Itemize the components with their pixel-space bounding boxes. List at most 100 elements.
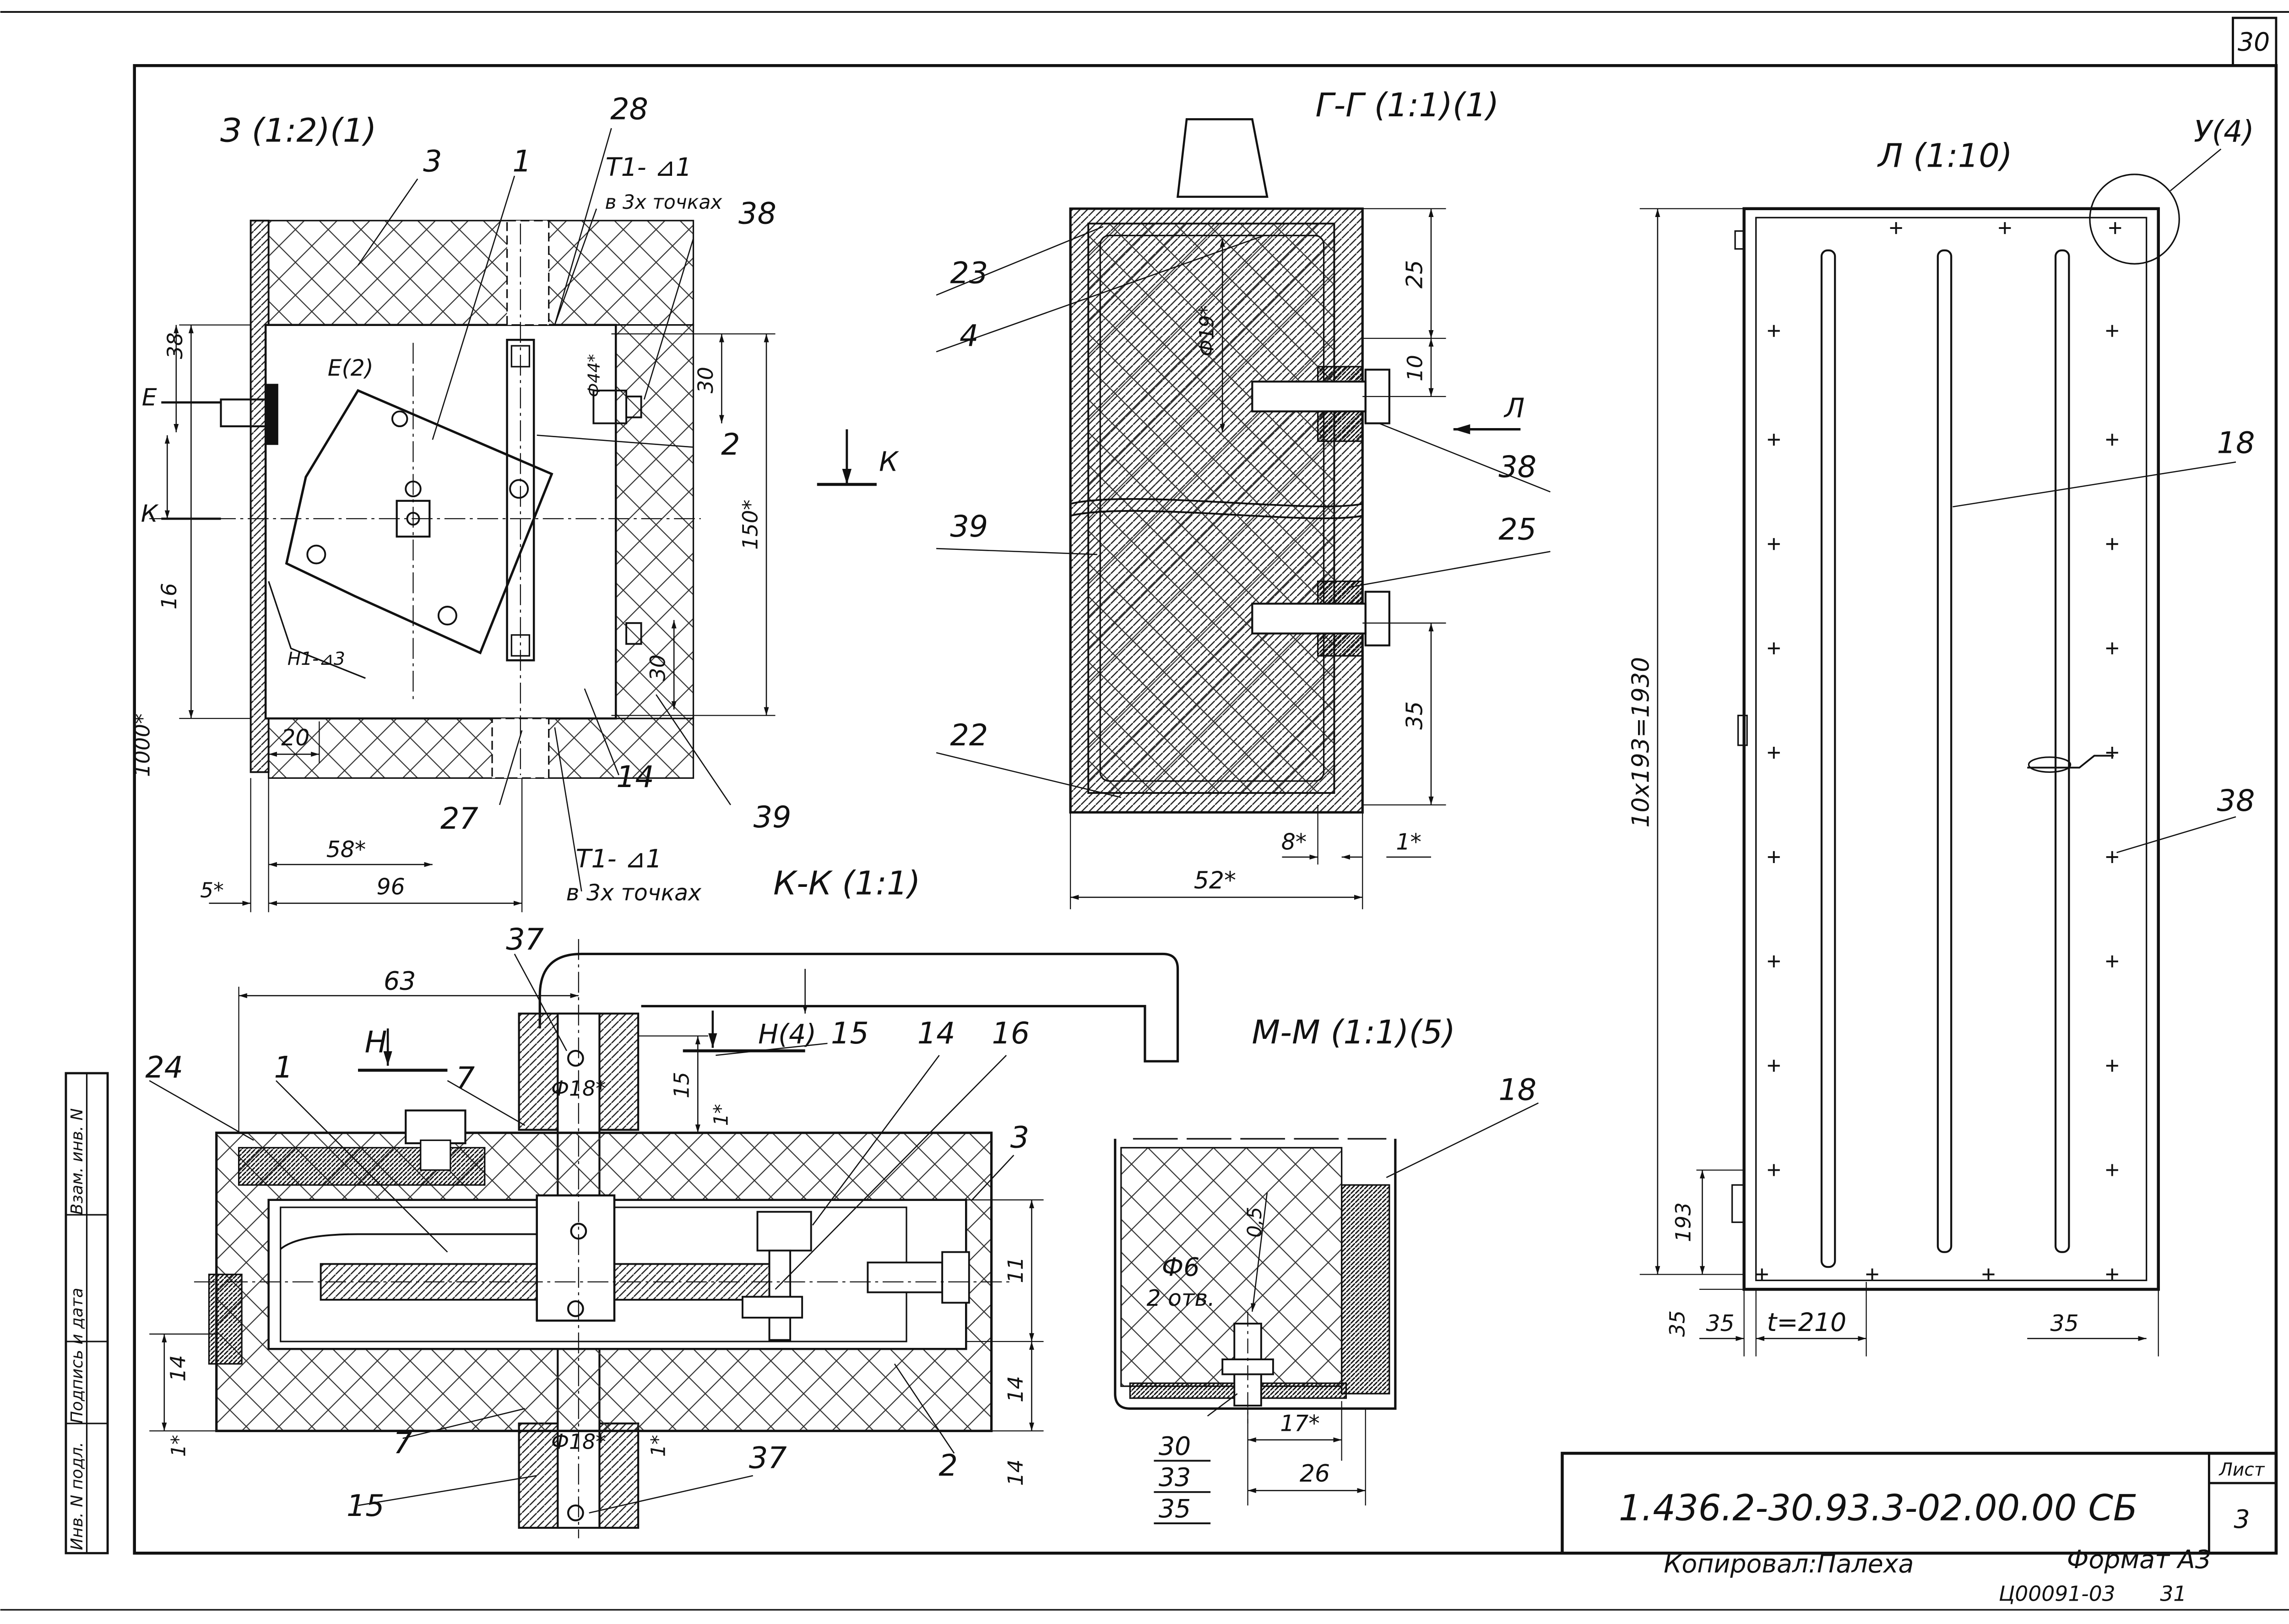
view-l-callout-18: 18 bbox=[2217, 426, 2255, 461]
view-gg-callout-23: 23 bbox=[950, 256, 988, 291]
view-mm-part-30: 30 bbox=[1159, 1432, 1191, 1461]
view-l-dim-t210: t=210 bbox=[1767, 1308, 1847, 1337]
dim-96: 96 bbox=[377, 874, 405, 900]
view-h-dim-14-bottom: 14 bbox=[1003, 1459, 1028, 1486]
dim-150: 150* bbox=[738, 500, 763, 550]
view-mm-dim-d6: Ф6 bbox=[1162, 1253, 1200, 1282]
dim-38: 38 bbox=[163, 332, 187, 359]
view-h-dim-11: 11 bbox=[1003, 1257, 1028, 1283]
archive-number: Ц00091-03 bbox=[1999, 1581, 2115, 1606]
view-gg-callout-39: 39 bbox=[950, 510, 988, 544]
view-h-callout-15-bottom: 15 bbox=[347, 1489, 385, 1523]
view-z-callout-28: 28 bbox=[610, 92, 648, 126]
view-gg-dim-35: 35 bbox=[1401, 701, 1427, 730]
marker-h4: Н(4) bbox=[758, 1019, 816, 1050]
archive-page: 31 bbox=[2160, 1581, 2186, 1606]
view-h-callout-24: 24 bbox=[145, 1051, 183, 1085]
view-h-callout-14: 14 bbox=[917, 1016, 955, 1051]
marker-h: Н bbox=[365, 1025, 387, 1059]
dim-16: 16 bbox=[157, 583, 181, 609]
view-h-callout-16: 16 bbox=[992, 1016, 1030, 1051]
view-h-dim-15: 15 bbox=[670, 1072, 694, 1098]
view-mm-part-35: 35 bbox=[1159, 1494, 1191, 1524]
view-gg bbox=[936, 118, 1551, 909]
marker-e: Е bbox=[142, 384, 157, 412]
dim-5: 5* bbox=[200, 878, 224, 902]
view-gg-dim-52: 52* bbox=[1194, 867, 1236, 894]
stamp-replacement-inv: Взам. инв. N bbox=[68, 1108, 87, 1215]
view-gg-title: Г-Г (1:1)(1) bbox=[1315, 86, 1499, 124]
view-l-callout-38: 38 bbox=[2217, 784, 2255, 818]
copied-by: Копировал:Палеха bbox=[1664, 1550, 1914, 1579]
dim-20: 20 bbox=[281, 725, 309, 751]
view-mm-callout-18: 18 bbox=[1498, 1073, 1536, 1108]
weld-note-bottom: Т1- ⊿1 bbox=[576, 845, 662, 874]
view-gg-callout-25: 25 bbox=[1498, 512, 1536, 547]
view-mm-dim-26: 26 bbox=[1300, 1460, 1330, 1488]
view-h bbox=[149, 939, 1179, 1538]
view-mm-dim-2holes: 2 отв. bbox=[1146, 1285, 1215, 1311]
view-h-dim-1-bottom: 1* bbox=[647, 1435, 670, 1457]
view-z-callout-27: 27 bbox=[440, 802, 478, 836]
view-l bbox=[1639, 148, 2236, 1357]
view-mm-dim-17: 17* bbox=[1280, 1410, 1320, 1436]
view-h-dim-14-right: 14 bbox=[1003, 1376, 1028, 1402]
view-z-callout-14: 14 bbox=[616, 760, 654, 794]
view-mm-title: М-М (1:1)(5) bbox=[1252, 1013, 1455, 1051]
view-h-dim-d18-bottom: Ф18* bbox=[551, 1429, 606, 1454]
view-gg-callout-4: 4 bbox=[960, 319, 978, 353]
detail-ref-u4: У(4) bbox=[2194, 114, 2254, 149]
view-z-title: З (1:2)(1) bbox=[220, 111, 376, 149]
view-gg-dim-10: 10 bbox=[1403, 355, 1427, 381]
view-h-dim-1-top: 1* bbox=[710, 1104, 732, 1126]
weld-note-side: Н1-⊿3 bbox=[287, 649, 345, 669]
dim-1000: 1000* bbox=[130, 713, 154, 777]
view-z-callout-3: 3 bbox=[423, 144, 442, 179]
view-mm-part-33: 33 bbox=[1159, 1463, 1191, 1493]
view-l-dim-35-left: 35 bbox=[1665, 1310, 1689, 1337]
view-h-callout-1: 1 bbox=[274, 1051, 293, 1085]
view-gg-dim-1: 1* bbox=[1396, 829, 1421, 855]
dim-d44: Ф44* bbox=[585, 354, 603, 397]
view-z-callout-1: 1 bbox=[512, 144, 531, 179]
view-h-dim-14-left: 14 bbox=[166, 1355, 190, 1382]
view-gg-callout-38: 38 bbox=[1498, 450, 1536, 484]
dim-30-bottom: 30 bbox=[646, 654, 670, 681]
view-l-dim-35-right: 35 bbox=[2050, 1310, 2079, 1336]
view-gg-callout-22: 22 bbox=[950, 718, 988, 753]
parts-list-30-33-35 bbox=[1154, 1460, 1211, 1525]
rivet-marks bbox=[1756, 222, 2121, 1281]
view-h-callout-7-bottom: 7 bbox=[393, 1426, 412, 1461]
marker-e2: Е(2) bbox=[328, 355, 374, 381]
view-h-callout-2: 2 bbox=[938, 1449, 957, 1483]
dim-30-top: 30 bbox=[694, 367, 718, 393]
view-gg-dim-25: 25 bbox=[1401, 260, 1427, 288]
view-h-dim-1-left: 1* bbox=[167, 1435, 190, 1457]
section-kk-title: К-К (1:1) bbox=[773, 864, 920, 902]
view-h-callout-37-bottom: 37 bbox=[749, 1441, 787, 1476]
sheet-label: Лист bbox=[2218, 1460, 2265, 1480]
view-mm-dim-05: 0,5 bbox=[1243, 1207, 1266, 1238]
view-arrow-l: Л bbox=[1503, 393, 1524, 424]
dim-58: 58* bbox=[326, 836, 366, 863]
view-z-callout-39: 39 bbox=[754, 800, 792, 835]
weld-note-top: Т1- ⊿1 bbox=[606, 153, 692, 182]
view-l-dim-193: 193 bbox=[1671, 1202, 1695, 1242]
view-l-dim-1930: 10x193=1930 bbox=[1627, 657, 1654, 828]
view-h-callout-37-top: 37 bbox=[506, 923, 544, 957]
view-mm bbox=[1114, 1102, 1539, 1506]
corner-number: 30 bbox=[2238, 28, 2270, 57]
marker-k-right: К bbox=[879, 446, 899, 478]
view-h-dim-d18-top: Ф18* bbox=[551, 1076, 606, 1101]
stamp-inv-no: Инв. N подл. bbox=[68, 1442, 87, 1550]
view-gg-dim-8: 8* bbox=[1281, 829, 1307, 855]
view-h-callout-3: 3 bbox=[1010, 1121, 1029, 1155]
view-h-callout-7-top: 7 bbox=[456, 1061, 475, 1096]
view-l-title: Л (1:10) bbox=[1877, 137, 2012, 175]
format-label: Формат А3 bbox=[2067, 1545, 2211, 1575]
view-gg-dim-d19: Ф19* bbox=[1196, 305, 1218, 356]
view-z bbox=[149, 128, 877, 912]
sheet-frame bbox=[0, 11, 2289, 1611]
